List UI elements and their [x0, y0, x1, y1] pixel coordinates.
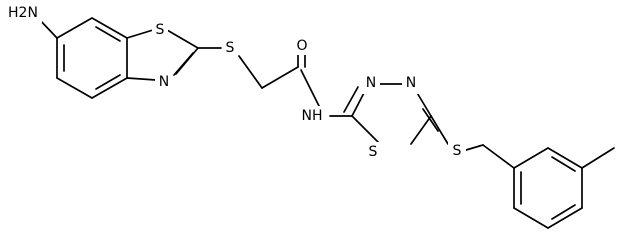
benzene-ring-tolyl	[513, 147, 583, 229]
amine-label: H2N	[8, 5, 38, 21]
atom-labels: H2N S N S O NH N N S S	[4, 3, 466, 162]
carbonyl-o-label: O	[296, 38, 307, 54]
benzene-ring-benzothiazole	[56, 17, 128, 99]
thiadiazole-s-label: S	[369, 144, 378, 160]
thioether-s1-label: S	[226, 40, 235, 56]
acetamide-linker	[197, 47, 353, 117]
thioether-s2-label: S	[453, 143, 462, 159]
benzothiazole-s-label: S	[156, 22, 165, 38]
bond-methyl	[581, 147, 615, 169]
benzothiazole-n-label: N	[159, 74, 169, 90]
thiadiazole-ring	[343, 83, 439, 145]
amide-nh-label: NH	[302, 108, 323, 124]
thiadiazole-n2-label: N	[406, 75, 416, 91]
thiazole-ring	[126, 29, 199, 81]
thiadiazole-n1-label: N	[366, 75, 376, 91]
benzylthio-linker	[430, 115, 515, 169]
